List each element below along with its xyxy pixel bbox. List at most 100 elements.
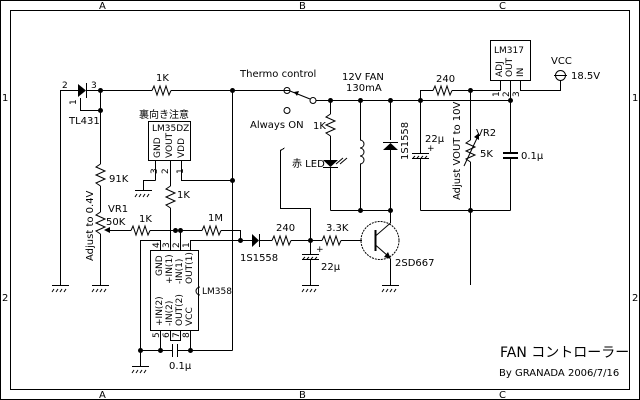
resistor-led-value: 1K — [313, 121, 326, 132]
ground-icon — [51, 285, 69, 293]
lm317-pin-num-2: 2 — [502, 91, 512, 97]
resistor-240-base-value: 240 — [276, 223, 295, 234]
lm35dz-sensor — [143, 121, 235, 232]
ground-icon — [381, 285, 399, 293]
svg-text:+: + — [427, 144, 435, 154]
resistor-91k-value: 91K — [109, 174, 129, 185]
tl431-pin1: 1 — [69, 99, 79, 105]
row-label-1-right: 1 — [632, 93, 638, 104]
lm358-pin-num-8: 8 — [182, 332, 192, 338]
lm358-pin-out2: OUT(2) — [175, 294, 185, 326]
lm358-pin-num-5: 5 — [152, 332, 162, 338]
lm317-pin-in: IN — [516, 68, 526, 77]
row-label-2-left: 2 — [2, 293, 8, 304]
column-label-a-bottom: A — [99, 390, 106, 400]
lm358-pin-num-1: 1 — [182, 242, 192, 248]
author-date: By GRANADA 2006/7/16 — [499, 368, 619, 379]
transistor-2sd667 — [360, 210, 400, 285]
lm35-pin-vdd: VDD — [177, 138, 187, 158]
lm358-pin-in2-plus: +IN(2) — [155, 296, 165, 326]
led-branch — [323, 98, 391, 211]
tl431-diode-icon — [78, 84, 86, 97]
lm35-warning: 裏向き注意 — [139, 108, 189, 121]
diode-1s1558-output — [240, 234, 272, 247]
resistor-240-reg-value: 240 — [436, 74, 455, 85]
resistor-1k-lm35-value: 1K — [177, 190, 190, 201]
resistor-3-3k — [321, 234, 362, 247]
resistor-1k-vr1 — [130, 224, 178, 237]
lm358-pin-num-7: 7 — [172, 332, 182, 338]
lm358-ref: LM358 — [202, 287, 232, 297]
potentiometer-vr1 — [94, 211, 131, 285]
thermo-switch — [283, 87, 513, 114]
capacitor-22u-reg-value: 22μ — [425, 134, 445, 145]
lm35-pin-num-1: 1 — [176, 168, 186, 174]
vr1-note: Adjust to 0.4V — [85, 190, 96, 261]
always-on-wire — [280, 147, 311, 241]
column-label-b-top: B — [299, 1, 306, 12]
vr1-value: 50K — [106, 217, 126, 228]
vr2-ref: VR2 — [476, 128, 496, 139]
vcc-value: 18.5V — [571, 71, 600, 82]
fan-motor — [358, 98, 365, 213]
svg-text:+: + — [316, 245, 324, 255]
resistor-91k — [94, 110, 107, 212]
diode-icon — [252, 234, 259, 247]
lm358-pin-in1-plus: +IN(1) — [165, 254, 175, 284]
lm358-opamp — [138, 230, 241, 366]
lm317-pin-num-3: 3 — [512, 91, 522, 97]
vr1-ref: VR1 — [108, 204, 128, 215]
resistor-240-base — [271, 234, 322, 247]
vcc-label: VCC — [551, 56, 572, 67]
lm35-pin-num-3: 3 — [150, 168, 160, 174]
diode-flyback-ref: 1S1558 — [400, 122, 411, 160]
schematic-title: FAN コントローラー — [500, 345, 629, 361]
resistor-3-3k-value: 3.3K — [326, 223, 349, 234]
switch-label: Thermo control — [239, 69, 316, 80]
lm317-pin-out: OUT — [505, 57, 515, 77]
switch-alt-label: Always ON — [250, 120, 304, 131]
lm35-ref: LM35DZ — [152, 124, 189, 134]
lm317-ref: LM317 — [494, 46, 524, 56]
lm358-pin-num-4: 4 — [152, 242, 162, 248]
lm358-pin-num-6: 6 — [162, 332, 172, 338]
resistor-1m-value: 1M — [208, 213, 223, 224]
tl431-pin2: 2 — [62, 81, 68, 91]
tl431-ref: TL431 — [68, 116, 100, 127]
resistor-1k-vr1-value: 1K — [139, 214, 152, 225]
led-icon — [323, 160, 338, 167]
fan-current: 130mA — [346, 83, 382, 94]
resistor-1k-top — [100, 84, 290, 97]
tl431-pin3: 3 — [91, 81, 97, 91]
diode-1s1558-ref: 1S1558 — [240, 253, 278, 264]
lm358-pin-in1-minus: -IN(1) — [175, 259, 185, 284]
lm358-pin-num-2: 2 — [172, 242, 182, 248]
capacitor-22u-base-value: 22μ — [321, 262, 341, 273]
diode-1s1558-flyback — [383, 98, 398, 213]
vr2-note: Adjust VOUT to 10V — [452, 101, 463, 200]
column-label-a-top: A — [99, 1, 106, 12]
column-label-c-bottom: C — [499, 390, 506, 400]
lm317-pin-adj: ADJ — [495, 61, 505, 77]
lm358-pin-out1: OUT(1) — [185, 252, 195, 284]
vr2-value: 5K — [480, 149, 493, 160]
fan-label: 12V FAN — [342, 72, 384, 83]
led-label: 赤 LED — [292, 158, 325, 170]
lm358-pin-in2-minus: -IN(2) — [165, 301, 175, 326]
tl431-regulator — [60, 83, 103, 285]
column-label-c-top: C — [499, 1, 506, 12]
lm317-regulator — [490, 40, 567, 101]
lm358-pin-num-3: 3 — [162, 242, 172, 248]
row-label-1-left: 1 — [2, 93, 8, 104]
lm35-pin-num-2: 2 — [161, 168, 171, 174]
row-label-2-right: 2 — [632, 293, 638, 304]
lm35-pin-gnd: GND — [153, 137, 163, 158]
lm317-pin-num-1: 1 — [492, 91, 502, 97]
regulator-section: + — [412, 84, 518, 285]
ground-icon — [134, 190, 152, 198]
resistor-1k-top-value: 1K — [156, 73, 169, 84]
transistor-ref: 2SD667 — [395, 258, 435, 269]
capacitor-22u-base: + — [302, 240, 324, 285]
